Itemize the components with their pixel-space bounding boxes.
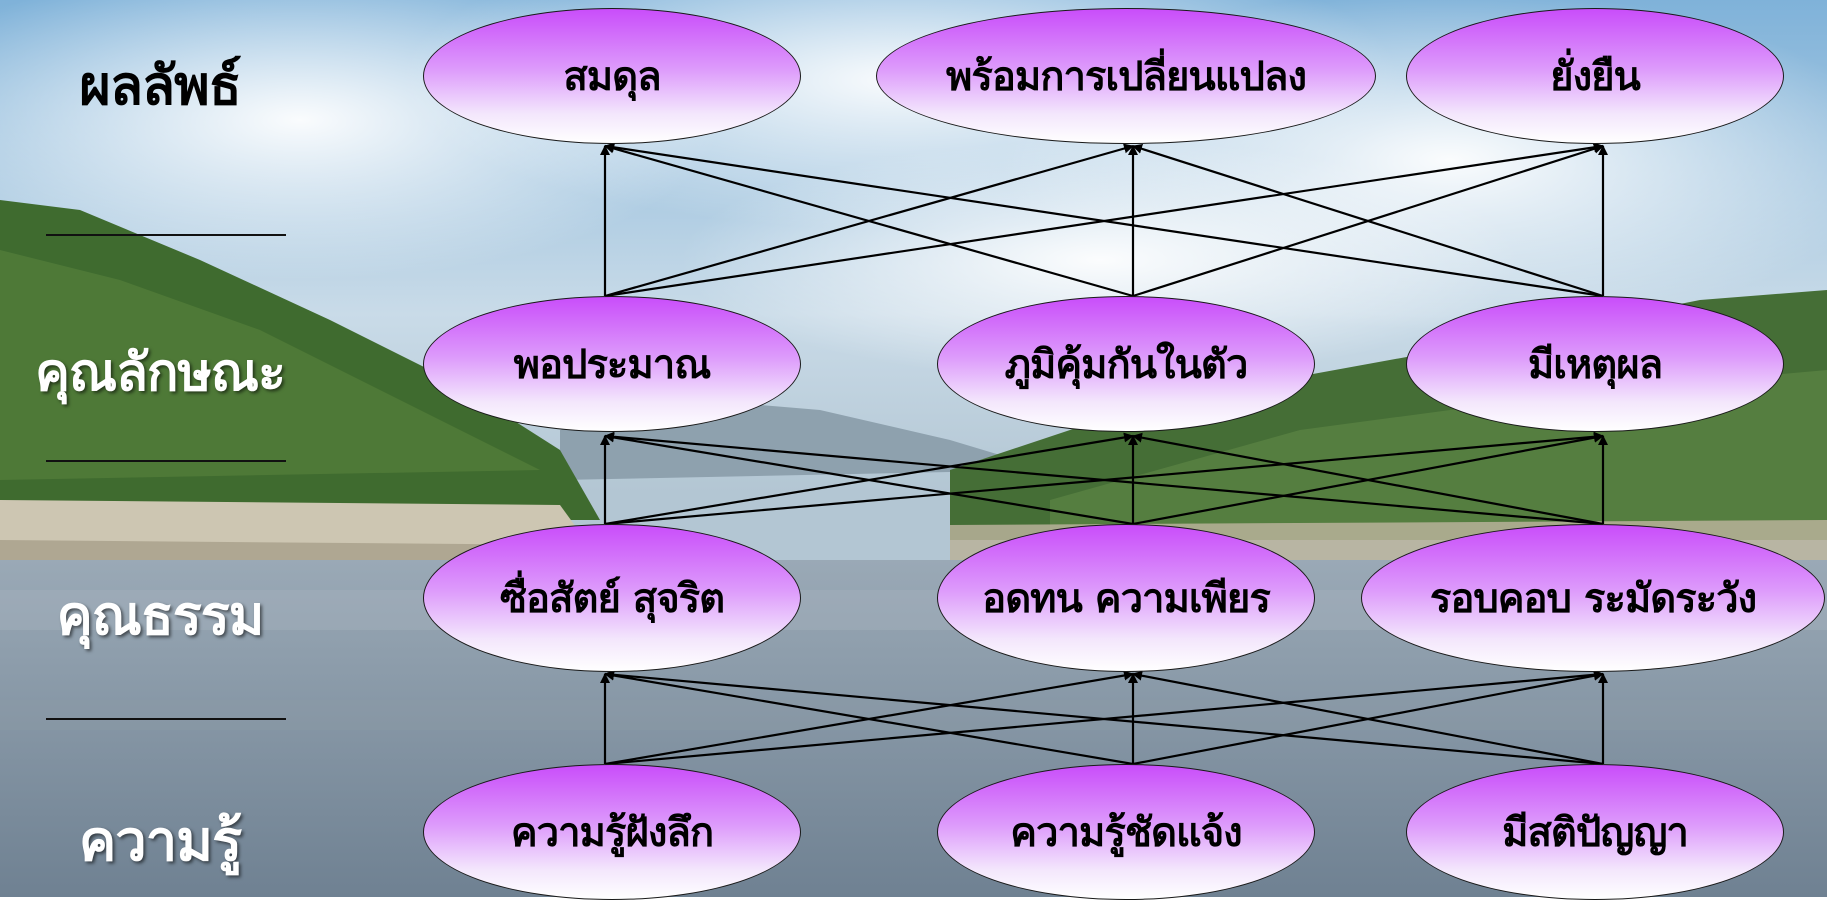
divider-line xyxy=(46,460,286,462)
arrow-level0-from2-to0 xyxy=(604,669,1604,766)
row-label-knowledge: ความรู้ xyxy=(78,808,242,874)
node-outcome-sustainable: ยั่งยืน xyxy=(1406,8,1784,144)
row-label-virtue: คุณธรรม xyxy=(56,583,265,647)
node-virtue-carefulness: รอบคอบ ระมัดระวัง xyxy=(1361,524,1825,672)
node-character-reasonableness: มีเหตุผล xyxy=(1406,296,1784,432)
row-label-character: คุณลักษณะ xyxy=(35,342,286,403)
arrow-level1-from2-to0 xyxy=(604,431,1604,526)
node-knowledge-tacit: ความรู้ฝังลึก xyxy=(423,764,801,900)
arrow-level1-from2-to1 xyxy=(1132,432,1604,526)
node-knowledge-explicit: ความรู้ชัดแจ้ง xyxy=(937,764,1315,900)
arrow-level0-from1-to0 xyxy=(604,670,1134,766)
arrow-level0-from2-to1 xyxy=(1132,670,1604,766)
arrow-level2-from2-to1 xyxy=(1132,143,1604,298)
node-outcome-balance: สมดุล xyxy=(423,8,801,144)
arrow-level2-from2-to0 xyxy=(604,142,1604,298)
divider-line xyxy=(46,718,286,720)
node-virtue-honesty: ซื่อสัตย์ สุจริต xyxy=(423,524,801,672)
row-label-outcome: ผลลัพธ์ xyxy=(79,53,241,117)
node-outcome-ready-for-change: พร้อมการเปลี่ยนแปลง xyxy=(876,8,1376,144)
arrow-level2-from1-to0 xyxy=(604,143,1134,298)
node-knowledge-wisdom: มีสติปัญญา xyxy=(1406,764,1784,900)
node-character-moderation: พอประมาณ xyxy=(423,296,801,432)
arrow-level1-from1-to0 xyxy=(604,432,1134,526)
divider-line xyxy=(46,234,286,236)
node-virtue-perseverance: อดทน ความเพียร xyxy=(937,524,1315,672)
node-character-self-immunity: ภูมิคุ้มกันในตัว xyxy=(937,296,1315,432)
